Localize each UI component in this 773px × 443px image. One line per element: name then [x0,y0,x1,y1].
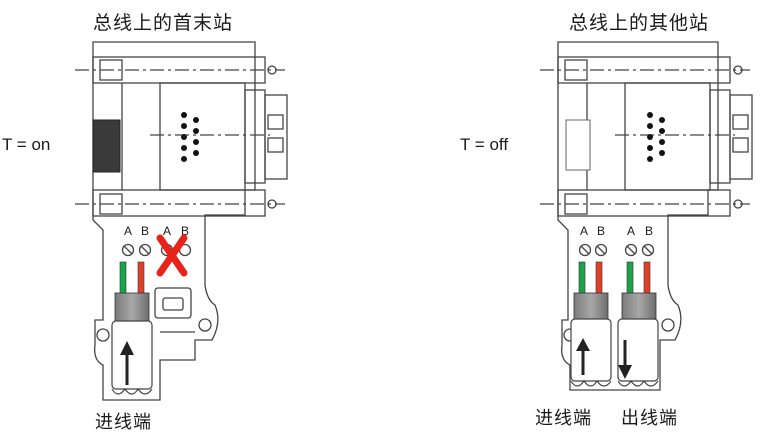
right-terminal-a2: A [627,224,636,238]
right-cable-out-label: 出线端 [621,408,678,429]
right-cable-in-label: 进线端 [535,408,592,429]
right-terminal-b2: B [645,224,654,238]
left-termination-switch-on [92,119,121,173]
left-cable-in [111,261,153,395]
right-terminal-a1: A [580,224,589,238]
left-cable-in-label: 进线端 [95,412,152,433]
left-title: 总线上的首末站 [93,12,234,34]
right-terminal-b1: B [597,224,606,238]
right-dsub-pins [647,112,665,162]
right-title: 总线上的其他站 [569,12,710,34]
right-switch-label: T = off [460,135,509,154]
left-disabled-x-mark [156,234,188,277]
left-terminal-a2: A [163,224,172,238]
left-switch-label: T = on [2,135,51,154]
left-connector [75,41,288,401]
right-termination-switch-off [565,119,591,171]
left-terminal-b2: B [181,224,190,238]
left-dsub-pins [181,112,199,162]
right-cable-out [617,261,659,387]
left-terminal-a1: A [124,224,133,238]
left-terminal-b1: B [141,224,150,238]
right-housing-outline [557,41,719,391]
right-cable-in [570,261,612,387]
left-housing-outline [92,41,256,401]
